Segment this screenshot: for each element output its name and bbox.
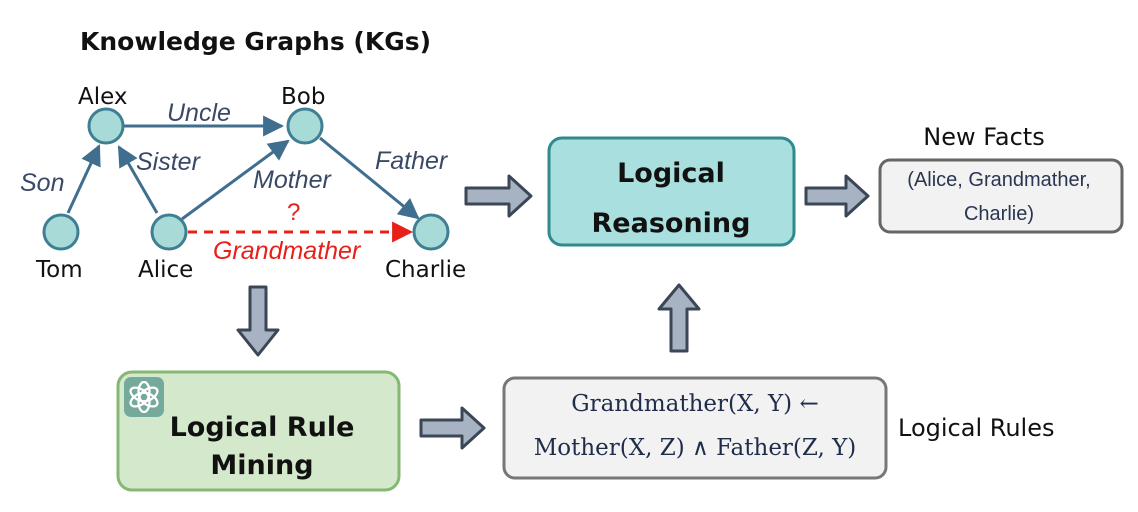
kg-edges <box>66 115 420 243</box>
kg-title: Knowledge Graphs (KGs) <box>80 27 431 56</box>
logical-rules-line1: Grandmather(X, Y) ← <box>571 391 819 417</box>
openai-logo-icon <box>124 377 164 417</box>
new-facts-box: (Alice, Grandmather, Charlie) <box>878 158 1124 234</box>
node-tom <box>42 213 80 251</box>
node-label-charlie: Charlie <box>385 257 466 283</box>
edge-sister <box>117 145 159 214</box>
node-bob <box>286 107 324 145</box>
node-alex <box>87 107 125 145</box>
logical-rules-box: Grandmather(X, Y) ← Mother(X, Z) ∧ Fathe… <box>502 376 888 480</box>
logical-rules-line2: Mother(X, Z) ∧ Father(Z, Y) <box>534 435 857 461</box>
arrow-kg-to-mining <box>236 285 280 357</box>
edge-label-sister: Sister <box>136 148 202 176</box>
edge-label-grandmather: Grandmather <box>213 237 362 265</box>
logical-reasoning-rect <box>547 136 796 247</box>
logical-reasoning-line1: Logical <box>617 158 725 189</box>
node-charlie <box>412 213 450 251</box>
arrow-rules-to-reasoning <box>657 283 701 353</box>
arrow-kg-to-reasoning <box>464 174 533 218</box>
new-facts-line1: (Alice, Grandmather, <box>907 169 1090 191</box>
kg-nodes <box>42 107 450 251</box>
logical-rule-mining-line1: Logical Rule <box>170 412 355 443</box>
new-facts-rect <box>878 158 1124 234</box>
edge-father <box>319 136 420 220</box>
edge-label-father: Father <box>375 147 449 175</box>
logical-rule-mining-rect <box>116 370 401 492</box>
logical-rules-label: Logical Rules <box>898 414 1054 442</box>
edge-mother <box>181 139 290 221</box>
flow-arrows <box>236 174 870 450</box>
node-label-tom: Tom <box>35 257 83 283</box>
edge-label-uncle: Uncle <box>167 99 231 127</box>
logical-reasoning-line2: Reasoning <box>592 208 751 239</box>
logical-rules-rect <box>502 376 888 480</box>
edge-label-mother: Mother <box>253 166 332 194</box>
node-label-bob: Bob <box>281 84 325 110</box>
arrow-reasoning-to-facts <box>804 174 870 218</box>
edge-son <box>66 144 101 214</box>
logical-rule-mining-line2: Mining <box>210 450 313 481</box>
edge-label-question: ? <box>287 199 300 226</box>
node-alice <box>150 213 188 251</box>
edge-label-son: Son <box>20 169 64 197</box>
logical-reasoning-box: Logical Reasoning <box>547 136 796 247</box>
new-facts-title: New Facts <box>923 123 1044 151</box>
new-facts-line2: Charlie) <box>964 203 1034 225</box>
node-label-alice: Alice <box>138 257 193 283</box>
node-label-alex: Alex <box>78 84 127 110</box>
logical-rule-mining-box: Logical Rule Mining <box>116 370 401 492</box>
arrow-mining-to-rules <box>419 406 486 450</box>
